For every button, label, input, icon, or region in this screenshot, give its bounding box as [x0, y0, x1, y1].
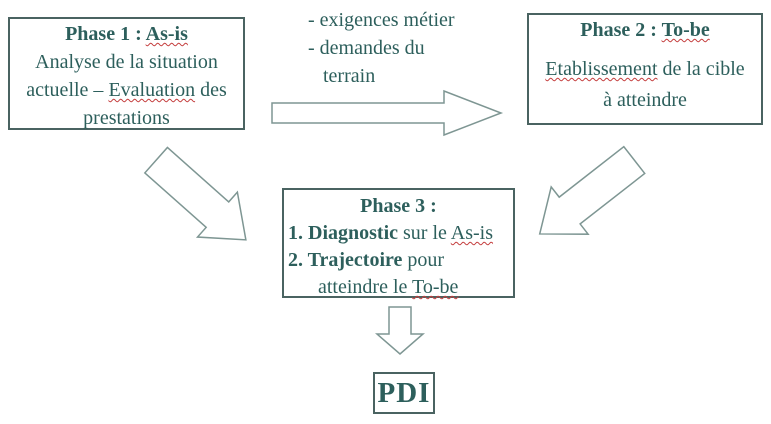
note-line-terrain: terrain: [323, 65, 376, 87]
phase3-item1: 1. Diagnostic sur le As-is: [284, 220, 513, 247]
phase1-line2: Analyse de la situation: [35, 51, 218, 73]
phase3-item3-prefix: atteindre le: [318, 276, 413, 298]
phase2-title-prefix: Phase 2 :: [580, 19, 662, 41]
block-arrow-down-left-icon: [521, 136, 653, 257]
phase3-item2: 2. Trajectoire pour: [284, 247, 513, 274]
note-line-demandes: - demandes du: [308, 37, 425, 59]
phase2-box: Phase 2 : To-be Etablissement de la cibl…: [527, 13, 763, 125]
phase3-item2-bold: 2. Trajectoire: [288, 249, 403, 271]
phase2-line1-suffix: de la cible: [657, 58, 745, 80]
phase1-line3-suffix: des: [195, 79, 227, 101]
phase2-line1-keyword: Etablissement: [545, 58, 658, 80]
phase3-item1-mid: sur le: [398, 222, 451, 244]
phase3-item3-keyword: To-be: [412, 276, 459, 298]
phase3-item2-suffix: pour: [402, 249, 445, 271]
phase3-item1-bold: 1. Diagnostic: [288, 222, 398, 244]
phase2-line2: à atteindre: [603, 89, 687, 111]
block-arrow-down-right-icon: [136, 138, 266, 263]
arrow-annotation-notes: - exigences métier - demandes du terrain: [308, 6, 488, 90]
phase2-title: Phase 2 : To-be: [529, 16, 761, 44]
phase3-title: Phase 3 :: [360, 195, 437, 217]
phase1-title-prefix: Phase 1 :: [65, 23, 146, 45]
pdi-box: PDI: [373, 372, 435, 414]
phase1-line4: prestations: [83, 107, 170, 129]
note-line-exigences: - exigences métier: [308, 9, 455, 31]
phase1-line3-prefix: actuelle –: [26, 79, 109, 101]
phase3-item3: atteindre le To-be: [284, 274, 513, 301]
pdi-label: PDI: [377, 377, 431, 409]
phase1-title-keyword: As-is: [145, 23, 188, 45]
phase1-line3: actuelle – Evaluation des: [10, 76, 243, 104]
block-arrow-right-icon: [271, 89, 504, 137]
phase2-title-keyword: To-be: [661, 19, 710, 41]
phase1-line3-keyword: Evaluation: [108, 79, 196, 101]
phase3-item1-keyword: As-is: [450, 222, 494, 244]
phase2-line1: Etablissement de la cible: [529, 54, 761, 85]
phase3-box: Phase 3 : 1. Diagnostic sur le As-is 2. …: [282, 188, 515, 298]
block-arrow-down-icon: [374, 306, 426, 355]
phase1-box: Phase 1 : As-is Analyse de la situation …: [8, 17, 245, 130]
phase1-title: Phase 1 : As-is: [10, 20, 243, 48]
